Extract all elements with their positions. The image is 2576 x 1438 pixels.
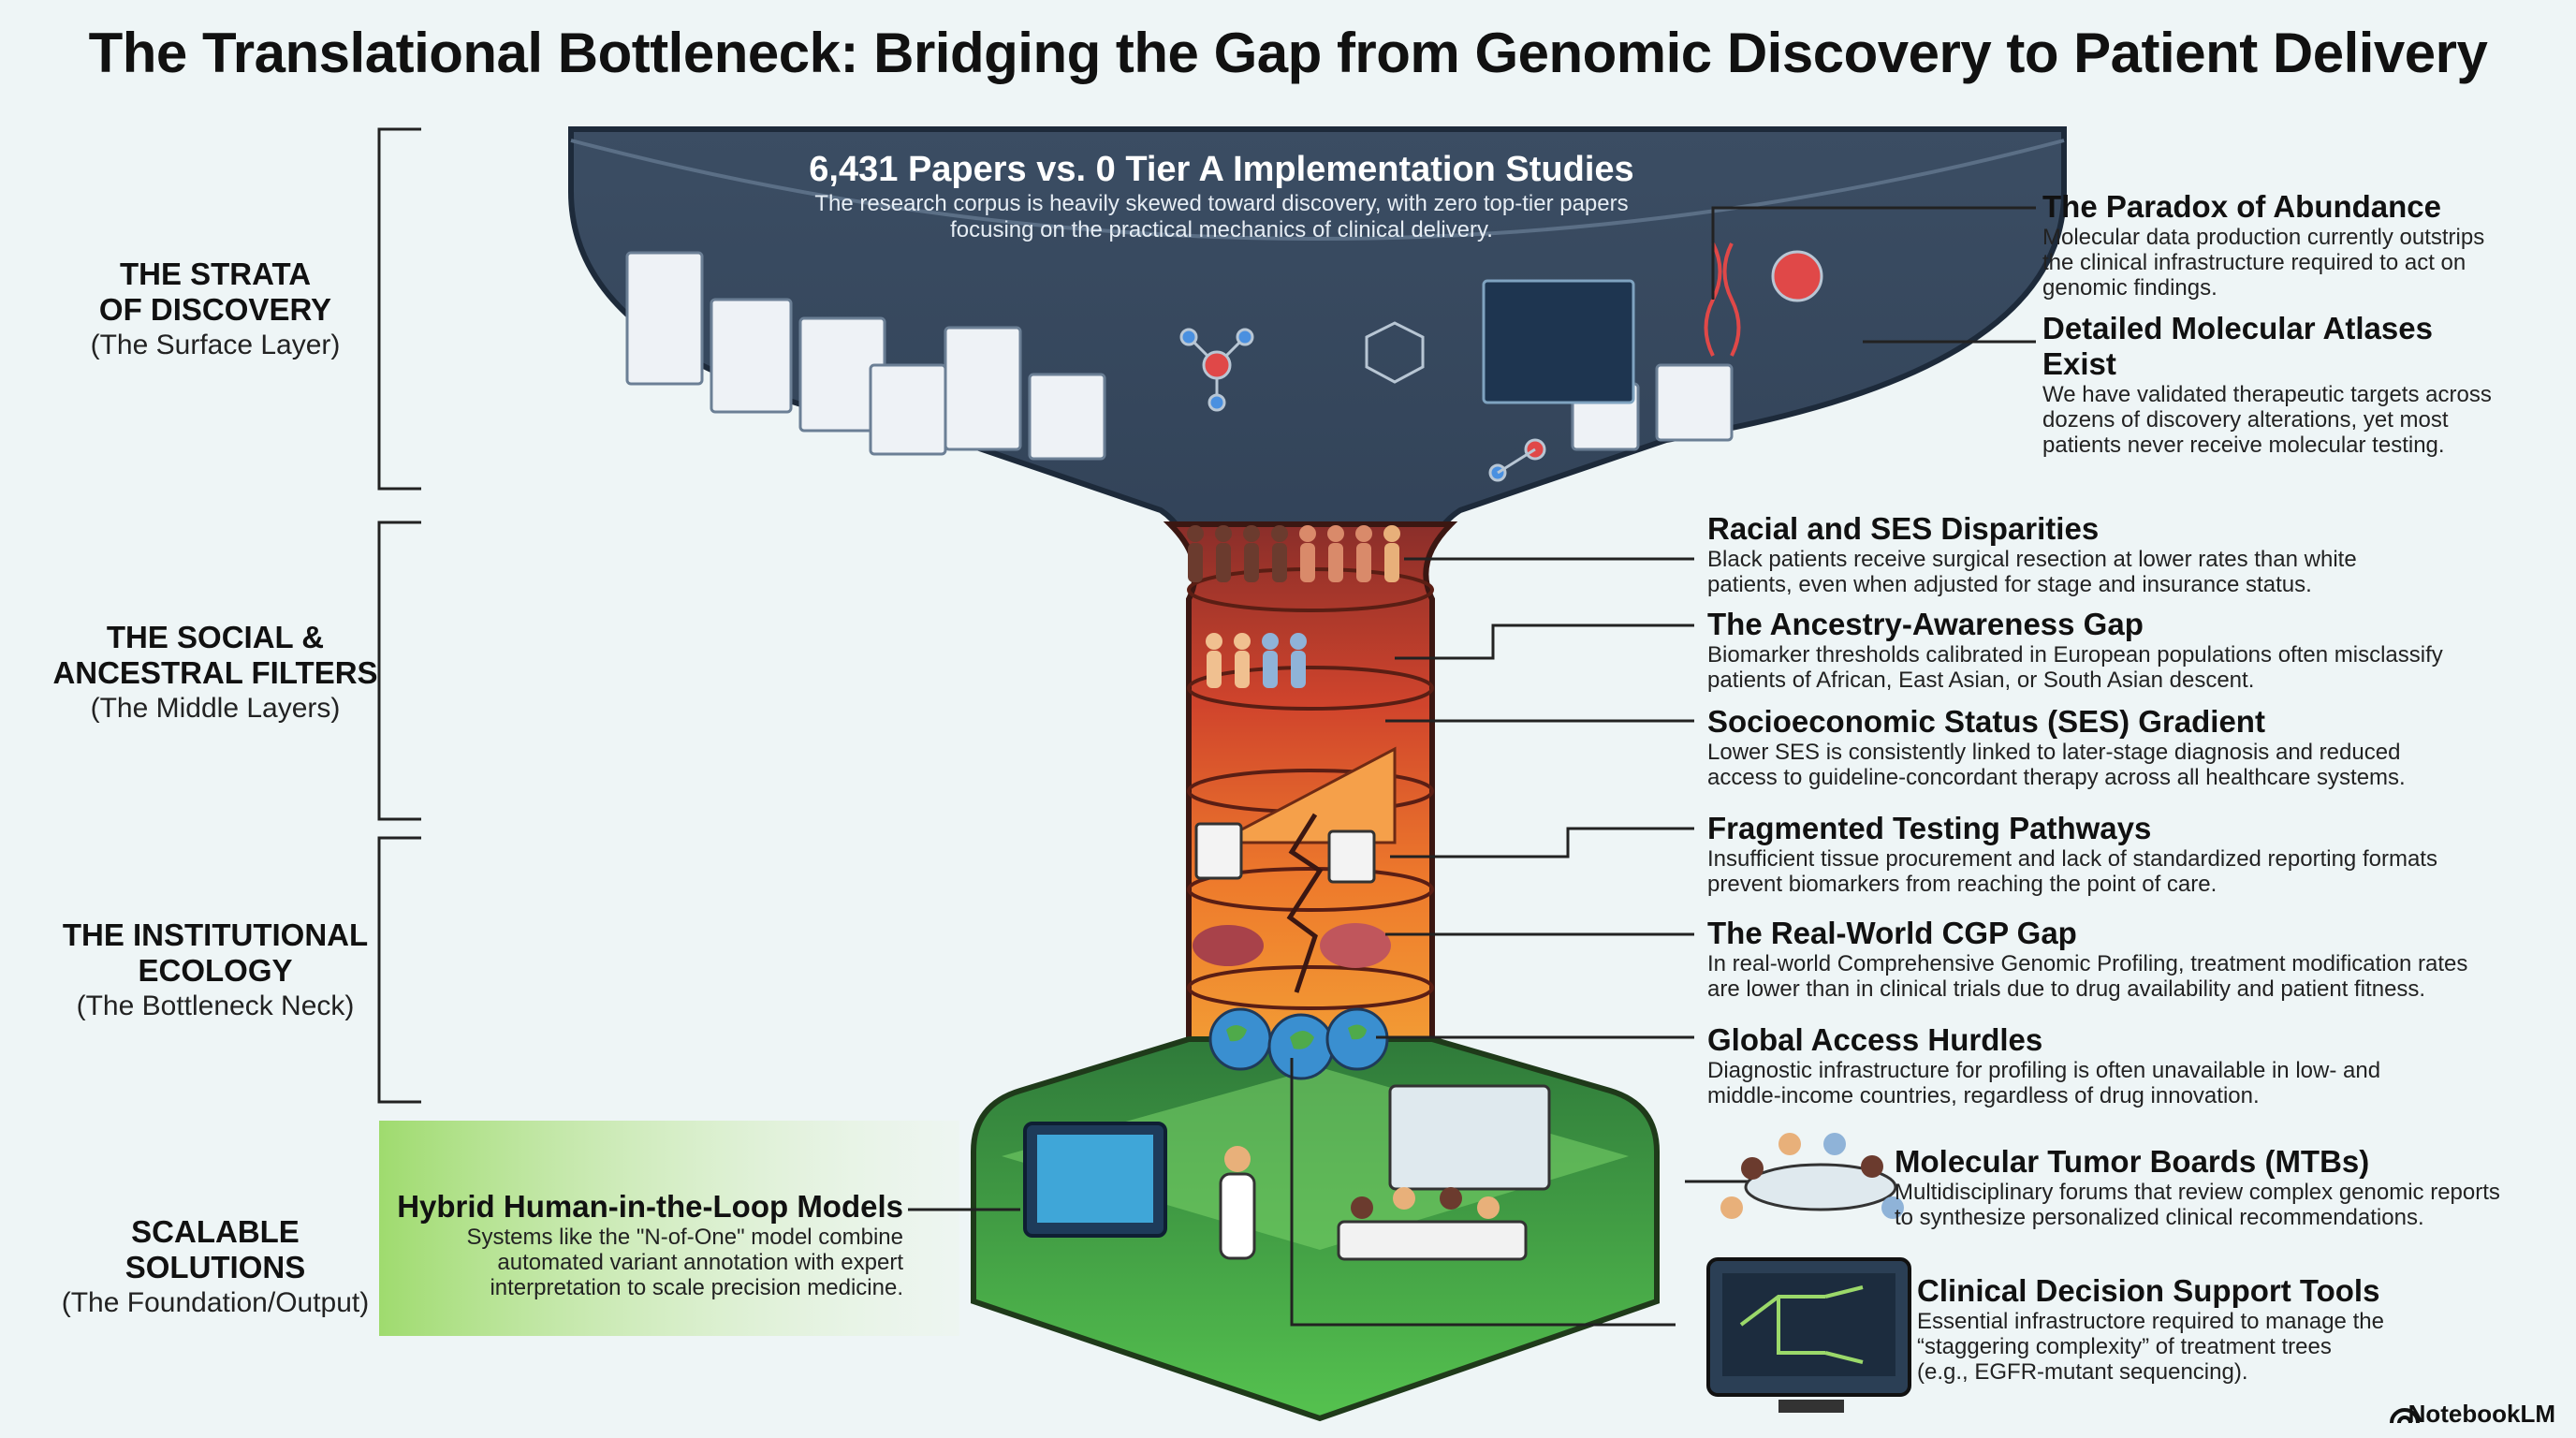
top-callout-line: focusing on the practical mechanics of c… — [950, 217, 1493, 242]
annotation-ses-gradient: Socioeconomic Status (SES) Gradient Lowe… — [1707, 704, 2550, 790]
annotation-heading: Racial and SES Disparities — [1707, 511, 2100, 546]
document-icon — [1194, 822, 1243, 880]
annotation-line: prevent biomarkers from reaching the poi… — [1707, 872, 2217, 897]
annotation-heading: Socioeconomic Status (SES) Gradient — [1707, 704, 2265, 739]
annotation-hybrid-models: Hybrid Human-in-the-Loop Models Systems … — [374, 1189, 903, 1300]
solution-highlight-box — [379, 1121, 959, 1336]
annotation-line: the clinical infrastructure required to … — [2042, 250, 2466, 275]
stratum-heading: OF DISCOVERY — [98, 292, 332, 327]
annotation-heading: Molecular Tumor Boards (MTBs) — [1895, 1144, 2370, 1179]
annotation-line: Diagnostic infrastructure for profiling … — [1707, 1058, 2381, 1083]
annotation-heading: Clinical Decision Support Tools — [1917, 1273, 2380, 1308]
page-title: The Translational Bottleneck: Bridging t… — [88, 22, 2488, 84]
connector-lines — [908, 206, 2036, 1327]
annotation-racial-disparities: Racial and SES Disparities Black patient… — [1707, 511, 2550, 597]
annotation-heading: The Paradox of Abundance — [2042, 189, 2442, 224]
left-brackets — [377, 127, 421, 1104]
stratum-label-solutions: SCALABLE SOLUTIONS (The Foundation/Outpu… — [47, 1214, 384, 1321]
annotation-line: access to guideline-concordant therapy a… — [1707, 765, 2406, 790]
annotation-heading: Hybrid Human-in-the-Loop Models — [397, 1189, 903, 1224]
molecule-icon — [1179, 250, 1823, 482]
stratum-heading: THE INSTITUTIONAL — [62, 917, 369, 952]
decision-tree-monitor-icon — [1706, 1257, 1911, 1413]
annotation-ancestry-gap: The Ancestry-Awareness Gap Biomarker thr… — [1707, 607, 2550, 693]
data-screen-icon — [1482, 279, 1635, 404]
annotation-line: patients, even when adjusted for stage a… — [1707, 572, 2312, 597]
stratum-subtitle: (The Middle Layers) — [90, 693, 341, 724]
stratum-heading: SCALABLE SOLUTIONS — [124, 1214, 306, 1284]
doctor-icon — [1219, 1146, 1256, 1260]
annotation-heading: Detailed Molecular Atlases Exist — [2042, 311, 2433, 381]
annotation-line: genomic findings. — [2042, 275, 2217, 301]
annotation-line: to synthesize personalized clinical reco… — [1895, 1205, 2424, 1230]
annotation-atlases: Detailed Molecular Atlases Exist We have… — [2042, 311, 2510, 458]
stratum-subtitle: (The Foundation/Output) — [61, 1287, 370, 1318]
stratum-heading: ANCESTRAL FILTERS — [52, 655, 378, 690]
annotation-heading: Global Access Hurdles — [1707, 1022, 2043, 1057]
annotation-line: Black patients receive surgical resectio… — [1707, 547, 2357, 572]
annotation-paradox: The Paradox of Abundance Molecular data … — [2042, 189, 2510, 301]
annotation-line: “staggering complexity” of treatment tre… — [1917, 1334, 2332, 1359]
stratum-heading: THE SOCIAL & — [106, 620, 325, 654]
annotation-decision-support: Clinical Decision Support Tools Essentia… — [1917, 1273, 2441, 1385]
annotation-line: We have validated therapeutic targets ac… — [2042, 382, 2492, 407]
annotation-line: interpretation to scale precision medici… — [490, 1275, 903, 1300]
annotation-line: dozens of discovery alterations, yet mos… — [2042, 407, 2449, 433]
stratum-label-social: THE SOCIAL & ANCESTRAL FILTERS (The Midd… — [47, 620, 384, 726]
annotation-line: (e.g., EGFR-mutant sequencing). — [1917, 1359, 2248, 1385]
people-icon — [1187, 525, 1400, 688]
annotation-tumor-boards: Molecular Tumor Boards (MTBs) Multidisci… — [1895, 1144, 2550, 1230]
monitor-icon — [1023, 1122, 1167, 1238]
meeting-icon-right — [1720, 1133, 1904, 1219]
annotation-line: Multidisciplinary forums that review com… — [1895, 1180, 2500, 1205]
annotation-line: Molecular data production currently outs… — [2042, 225, 2485, 250]
top-callout-line: The research corpus is heavily skewed to… — [814, 191, 1629, 216]
annotation-line: patients of African, East Asian, or Sout… — [1707, 668, 2255, 693]
stratum-label-discovery: THE STRATA OF DISCOVERY (The Surface Lay… — [47, 257, 384, 363]
annotation-line: are lower than in clinical trials due to… — [1707, 976, 2426, 1002]
annotation-line: Essential infrastructore required to man… — [1917, 1309, 2384, 1334]
watermark: NotebookLM — [2408, 1400, 2555, 1428]
stratum-subtitle: (The Surface Layer) — [90, 330, 341, 360]
annotation-line: patients never receive molecular testing… — [2042, 433, 2445, 458]
tissue-sample-icon-2 — [1320, 923, 1391, 968]
stratum-heading: ECOLOGY — [138, 953, 293, 988]
annotation-fragmented-testing: Fragmented Testing Pathways Insufficient… — [1707, 811, 2550, 897]
top-callout: 6,431 Papers vs. 0 Tier A Implementation… — [749, 148, 1694, 243]
report-icon — [1327, 829, 1376, 884]
annotation-heading: Fragmented Testing Pathways — [1707, 811, 2152, 845]
annotation-line: In real-world Comprehensive Genomic Prof… — [1707, 951, 2468, 976]
annotation-global-access: Global Access Hurdles Diagnostic infrast… — [1707, 1022, 2550, 1108]
stratum-heading: THE STRATA — [119, 257, 312, 291]
notebook-logo-icon — [2390, 1408, 2420, 1424]
globe-icon — [1208, 1007, 1389, 1080]
top-callout-heading: 6,431 Papers vs. 0 Tier A Implementation… — [809, 150, 1634, 189]
annotation-cgp-gap: The Real-World CGP Gap In real-world Com… — [1707, 916, 2550, 1002]
annotation-line: Insufficient tissue procurement and lack… — [1707, 846, 2437, 872]
annotation-line: Systems like the "N-of-One" model combin… — [466, 1225, 903, 1250]
annotation-line: Lower SES is consistently linked to late… — [1707, 740, 2401, 765]
annotation-heading: The Ancestry-Awareness Gap — [1707, 607, 2144, 641]
annotation-line: Biomarker thresholds calibrated in Europ… — [1707, 642, 2443, 668]
annotation-heading: The Real-World CGP Gap — [1707, 916, 2077, 950]
annotation-line: middle-income countries, regardless of d… — [1707, 1083, 2260, 1108]
stratum-subtitle: (The Bottleneck Neck) — [76, 990, 355, 1021]
ses-gradient-steps — [1216, 746, 1397, 844]
tissue-sample-icon — [1193, 925, 1264, 966]
annotation-line: automated variant annotation with expert — [497, 1250, 903, 1275]
meeting-icon — [1337, 1084, 1551, 1261]
crack-line — [1286, 813, 1324, 993]
stratum-label-institutional: THE INSTITUTIONAL ECOLOGY (The Bottlenec… — [47, 917, 384, 1024]
